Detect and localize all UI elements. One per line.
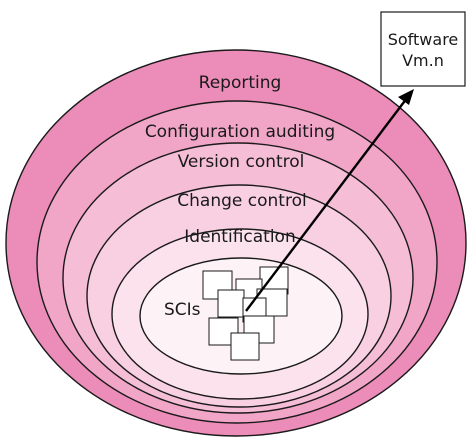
label-identification: Identification <box>184 227 295 247</box>
label-configuration-auditing: Configuration auditing <box>145 122 335 142</box>
software-version-frame <box>380 11 466 87</box>
label-version-control: Version control <box>178 152 305 172</box>
sci-item <box>230 332 260 361</box>
label-change-control: Change control <box>177 191 306 211</box>
label-reporting: Reporting <box>199 73 282 93</box>
sci-item-cluster <box>202 266 289 361</box>
release-arrow <box>245 89 414 312</box>
layer-labels: Reporting Configuration auditing Version… <box>145 73 335 320</box>
sci-item <box>217 289 245 318</box>
arrow-head <box>398 89 414 105</box>
label-scis: SCIs <box>164 300 201 320</box>
software-version-box: Software Vm.n <box>380 11 466 87</box>
layer-rings <box>5 49 467 437</box>
version-label: Vm.n <box>402 51 444 70</box>
arrow-shaft <box>245 97 408 312</box>
software-label: Software <box>388 30 459 49</box>
